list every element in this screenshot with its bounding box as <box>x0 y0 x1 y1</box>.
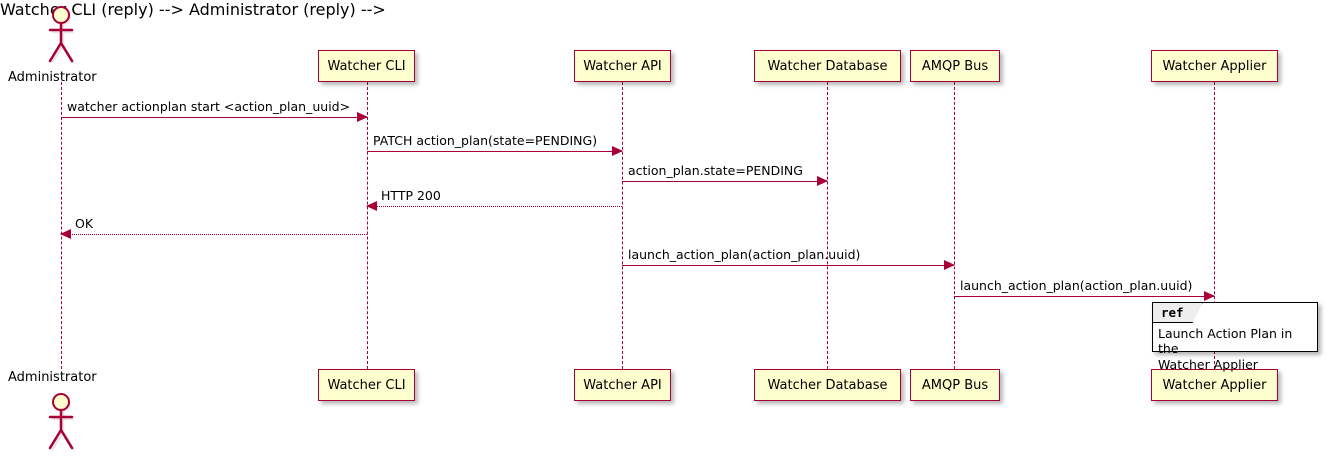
participant-label: Watcher API <box>583 377 662 393</box>
lifeline-watcher-api <box>622 82 623 369</box>
message-line <box>954 296 1214 297</box>
message-line <box>367 206 622 207</box>
message-line <box>61 117 367 118</box>
participant-amqp-bus-top[interactable]: AMQP Bus <box>910 50 1000 82</box>
lifeline-amqp-bus <box>954 82 955 369</box>
message-label: HTTP 200 <box>381 188 441 204</box>
actor-stick-figure-icon <box>48 393 76 451</box>
arrowhead-right-icon <box>817 176 828 186</box>
participant-label: AMQP Bus <box>921 377 989 393</box>
participant-watcher-database-bottom[interactable]: Watcher Database <box>754 369 901 401</box>
participant-label: Watcher Applier <box>1162 377 1267 393</box>
participant-label: Watcher Database <box>767 58 888 74</box>
arrowhead-right-icon <box>612 146 623 156</box>
message-label: launch_action_plan(action_plan.uuid) <box>628 247 861 263</box>
message-line <box>367 151 622 152</box>
message-label: action_plan.state=PENDING <box>628 163 803 179</box>
ref-fragment-tab-label: ref <box>1161 305 1184 320</box>
actor-administrator-top <box>41 3 81 65</box>
participant-watcher-api-top[interactable]: Watcher API <box>574 50 671 82</box>
ref-fragment-body: Launch Action Plan in the Watcher Applie… <box>1153 324 1317 374</box>
message-label: watcher actionplan start <action_plan_uu… <box>67 99 351 115</box>
lifeline-watcher-cli <box>367 82 368 369</box>
message-label: OK <box>75 216 94 232</box>
arrowhead-right-icon <box>1204 291 1215 301</box>
ref-fragment-launch-action-plan[interactable]: ref Launch Action Plan in the Watcher Ap… <box>1152 302 1318 372</box>
participant-watcher-api-bottom[interactable]: Watcher API <box>574 369 671 401</box>
arrowhead-right-icon <box>944 260 955 270</box>
lifeline-administrator <box>61 82 62 369</box>
participant-watcher-database-top[interactable]: Watcher Database <box>754 50 901 82</box>
participant-label: Watcher Database <box>767 377 888 393</box>
participant-label: Watcher CLI <box>327 58 406 74</box>
actor-administrator-bottom <box>41 390 81 452</box>
actor-label-administrator-top: Administrator <box>8 70 97 85</box>
arrowhead-left-icon <box>60 229 71 239</box>
message-line <box>622 265 954 266</box>
participant-label: AMQP Bus <box>921 58 989 74</box>
participant-watcher-applier-top[interactable]: Watcher Applier <box>1151 50 1278 82</box>
actor-label-administrator-bottom: Administrator <box>8 370 97 385</box>
arrowhead-right-icon <box>357 112 368 122</box>
actor-stick-figure-icon <box>48 6 76 64</box>
participant-watcher-cli-top[interactable]: Watcher CLI <box>318 50 415 82</box>
lifeline-watcher-database <box>827 82 828 369</box>
message-line <box>622 181 827 182</box>
participant-label: Watcher CLI <box>327 377 406 393</box>
participant-label: Watcher API <box>583 58 662 74</box>
ref-fragment-body-line-1: Launch Action Plan in the <box>1158 326 1293 357</box>
message-label: launch_action_plan(action_plan.uuid) <box>960 278 1193 294</box>
lifeline-watcher-applier <box>1214 82 1215 369</box>
participant-watcher-cli-bottom[interactable]: Watcher CLI <box>318 369 415 401</box>
ref-fragment-body-line-2: Watcher Applier <box>1158 356 1258 372</box>
participant-amqp-bus-bottom[interactable]: AMQP Bus <box>910 369 1000 401</box>
message-line <box>61 234 367 235</box>
participant-watcher-applier-bottom[interactable]: Watcher Applier <box>1151 369 1278 401</box>
arrowhead-left-icon <box>366 201 377 211</box>
participant-label: Watcher Applier <box>1162 58 1267 74</box>
message-label: PATCH action_plan(state=PENDING) <box>373 133 598 149</box>
ref-fragment-tab: ref <box>1153 303 1203 323</box>
